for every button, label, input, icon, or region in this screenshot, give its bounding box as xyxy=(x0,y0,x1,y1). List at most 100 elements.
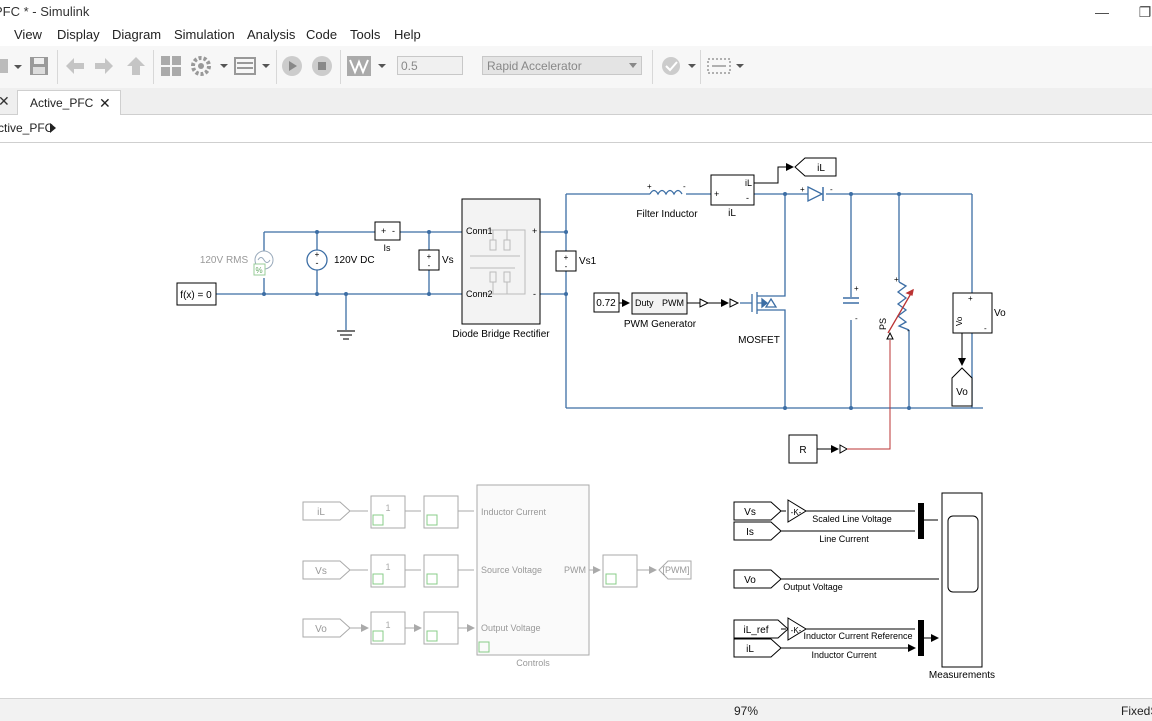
menu-tools[interactable]: Tools xyxy=(350,27,381,42)
gain-il-ref[interactable] xyxy=(787,617,807,641)
scope-screen xyxy=(947,515,979,593)
svg-text:+: + xyxy=(894,275,899,284)
restore-button[interactable]: ❐ xyxy=(1138,4,1152,20)
library-browser-icon[interactable] xyxy=(160,55,182,77)
close-hidden-tab-button[interactable]: ✕ xyxy=(0,93,10,109)
menu-analysis[interactable]: Analysis xyxy=(247,27,296,42)
svg-text:-: - xyxy=(683,182,686,191)
rate-transition-vo[interactable] xyxy=(370,611,406,645)
menu-diagram[interactable]: Diagram xyxy=(112,27,162,42)
model-advisor-icon[interactable] xyxy=(660,55,700,77)
from-vs-meas[interactable] xyxy=(733,501,782,521)
minimize-button[interactable]: — xyxy=(1095,4,1109,20)
up-icon[interactable] xyxy=(125,55,147,77)
conversion-pwm[interactable] xyxy=(602,554,638,588)
build-icon[interactable] xyxy=(706,55,746,77)
resistance-constant-block[interactable] xyxy=(788,434,818,464)
dc-voltage-source[interactable]: + - xyxy=(306,249,328,271)
toolbar: 0.5 Rapid Accelerator xyxy=(0,46,1152,89)
model-config-icon[interactable] xyxy=(190,55,230,77)
diode-bridge-rectifier[interactable] xyxy=(461,198,541,325)
simulation-mode-select[interactable]: Rapid Accelerator xyxy=(482,56,642,75)
from-il-meas[interactable] xyxy=(733,638,782,658)
toolbar-separator xyxy=(700,50,701,84)
menu-view[interactable]: View xyxy=(14,27,42,42)
from-vs[interactable] xyxy=(302,560,351,580)
from-is-meas-label: Is xyxy=(746,527,754,538)
solver-status[interactable]: FixedS xyxy=(1121,704,1152,718)
solver-config-block[interactable] xyxy=(176,282,217,306)
svg-text:+: + xyxy=(647,182,652,191)
rate-transition-vs[interactable] xyxy=(370,554,406,588)
voltage-sensor-vs1[interactable] xyxy=(555,250,577,272)
toolbar-separator xyxy=(340,50,341,84)
model-canvas[interactable]: f(x) = 0 % 120V RMS + - 120V DC +- Is +-… xyxy=(0,143,1152,698)
menu-code[interactable]: Code xyxy=(306,27,338,42)
from-il-ref-meas-label: iL_ref xyxy=(743,625,768,636)
boost-diode[interactable] xyxy=(807,185,824,203)
from-is-meas[interactable] xyxy=(733,521,782,541)
menu-display[interactable]: Display xyxy=(57,27,100,42)
current-sensor-il-label: iL xyxy=(728,208,736,219)
stop-icon[interactable] xyxy=(311,55,335,77)
controls-input-2: Source Voltage xyxy=(481,565,542,575)
voltage-sensor-vo[interactable] xyxy=(952,292,993,334)
menu-help[interactable]: Help xyxy=(394,27,421,42)
from-vo-meas[interactable] xyxy=(733,569,782,589)
from-vo-label: Vo xyxy=(315,624,327,635)
rate-transition-il[interactable] xyxy=(370,495,406,529)
toolbar-separator xyxy=(652,50,653,84)
pwm-generator-label: PWM Generator xyxy=(624,319,697,330)
circuit-junctions xyxy=(262,192,911,410)
from-il[interactable] xyxy=(302,501,351,521)
tab-active-pfc[interactable]: Active_PFC ✕ xyxy=(17,90,121,115)
ac-voltage-source[interactable]: % xyxy=(253,250,274,276)
variable-resistor[interactable] xyxy=(887,281,914,334)
goto-vo[interactable] xyxy=(951,367,973,407)
from-il-label: iL xyxy=(317,507,325,518)
forward-icon[interactable] xyxy=(92,55,116,77)
conversion-il[interactable] xyxy=(423,495,459,529)
sim-data-inspector-icon[interactable] xyxy=(346,55,390,77)
pwm-output-port: PWM xyxy=(662,298,684,308)
chevron-down-icon xyxy=(629,63,637,68)
mux-line[interactable] xyxy=(918,503,924,539)
chevron-right-icon[interactable] xyxy=(50,123,56,133)
mux-inductor[interactable] xyxy=(918,620,924,656)
close-icon[interactable]: ✕ xyxy=(99,95,111,111)
back-icon[interactable] xyxy=(63,55,87,77)
output-capacitor[interactable] xyxy=(843,297,859,304)
menu-simulation[interactable]: Simulation xyxy=(174,27,235,42)
goto-il[interactable] xyxy=(794,157,837,177)
save-icon[interactable] xyxy=(28,55,50,77)
open-dropdown-icon[interactable] xyxy=(0,55,24,77)
conversion-vo[interactable] xyxy=(423,611,459,645)
model-explorer-icon[interactable] xyxy=(234,55,274,77)
breadcrumb-item[interactable]: ctive_PFC xyxy=(0,121,54,135)
controls-label: Controls xyxy=(516,658,550,668)
controls-subsystem[interactable] xyxy=(476,484,590,656)
ps-port-label: PS xyxy=(878,318,888,330)
svg-text:+: + xyxy=(714,189,719,199)
goto-pwm[interactable] xyxy=(658,560,692,580)
conversion-vs[interactable] xyxy=(423,554,459,588)
controls-output: PWM xyxy=(564,565,586,575)
voltage-sensor-vs[interactable] xyxy=(418,249,440,271)
current-sensor-il-port: iL xyxy=(745,178,752,188)
tab-label: Active_PFC xyxy=(30,96,94,110)
from-il-ref-meas[interactable] xyxy=(733,619,789,639)
gain-scaled-vs[interactable] xyxy=(787,499,807,523)
run-icon[interactable] xyxy=(281,55,305,77)
from-vo[interactable] xyxy=(302,618,351,638)
measurements-label: Measurements xyxy=(929,670,995,681)
breadcrumb: ctive_PFC xyxy=(0,115,1152,143)
svg-text:-: - xyxy=(565,262,568,271)
current-sensor-is[interactable] xyxy=(374,221,401,241)
current-sensor-il[interactable] xyxy=(710,174,755,206)
stop-time-input[interactable]: 0.5 xyxy=(397,56,463,75)
filter-inductor[interactable] xyxy=(649,189,683,196)
measurements-section xyxy=(733,492,983,668)
mosfet[interactable] xyxy=(740,290,786,322)
goto-pwm-label: [PWM] xyxy=(663,565,690,575)
signal-scaled-line-voltage: Scaled Line Voltage xyxy=(812,514,892,524)
